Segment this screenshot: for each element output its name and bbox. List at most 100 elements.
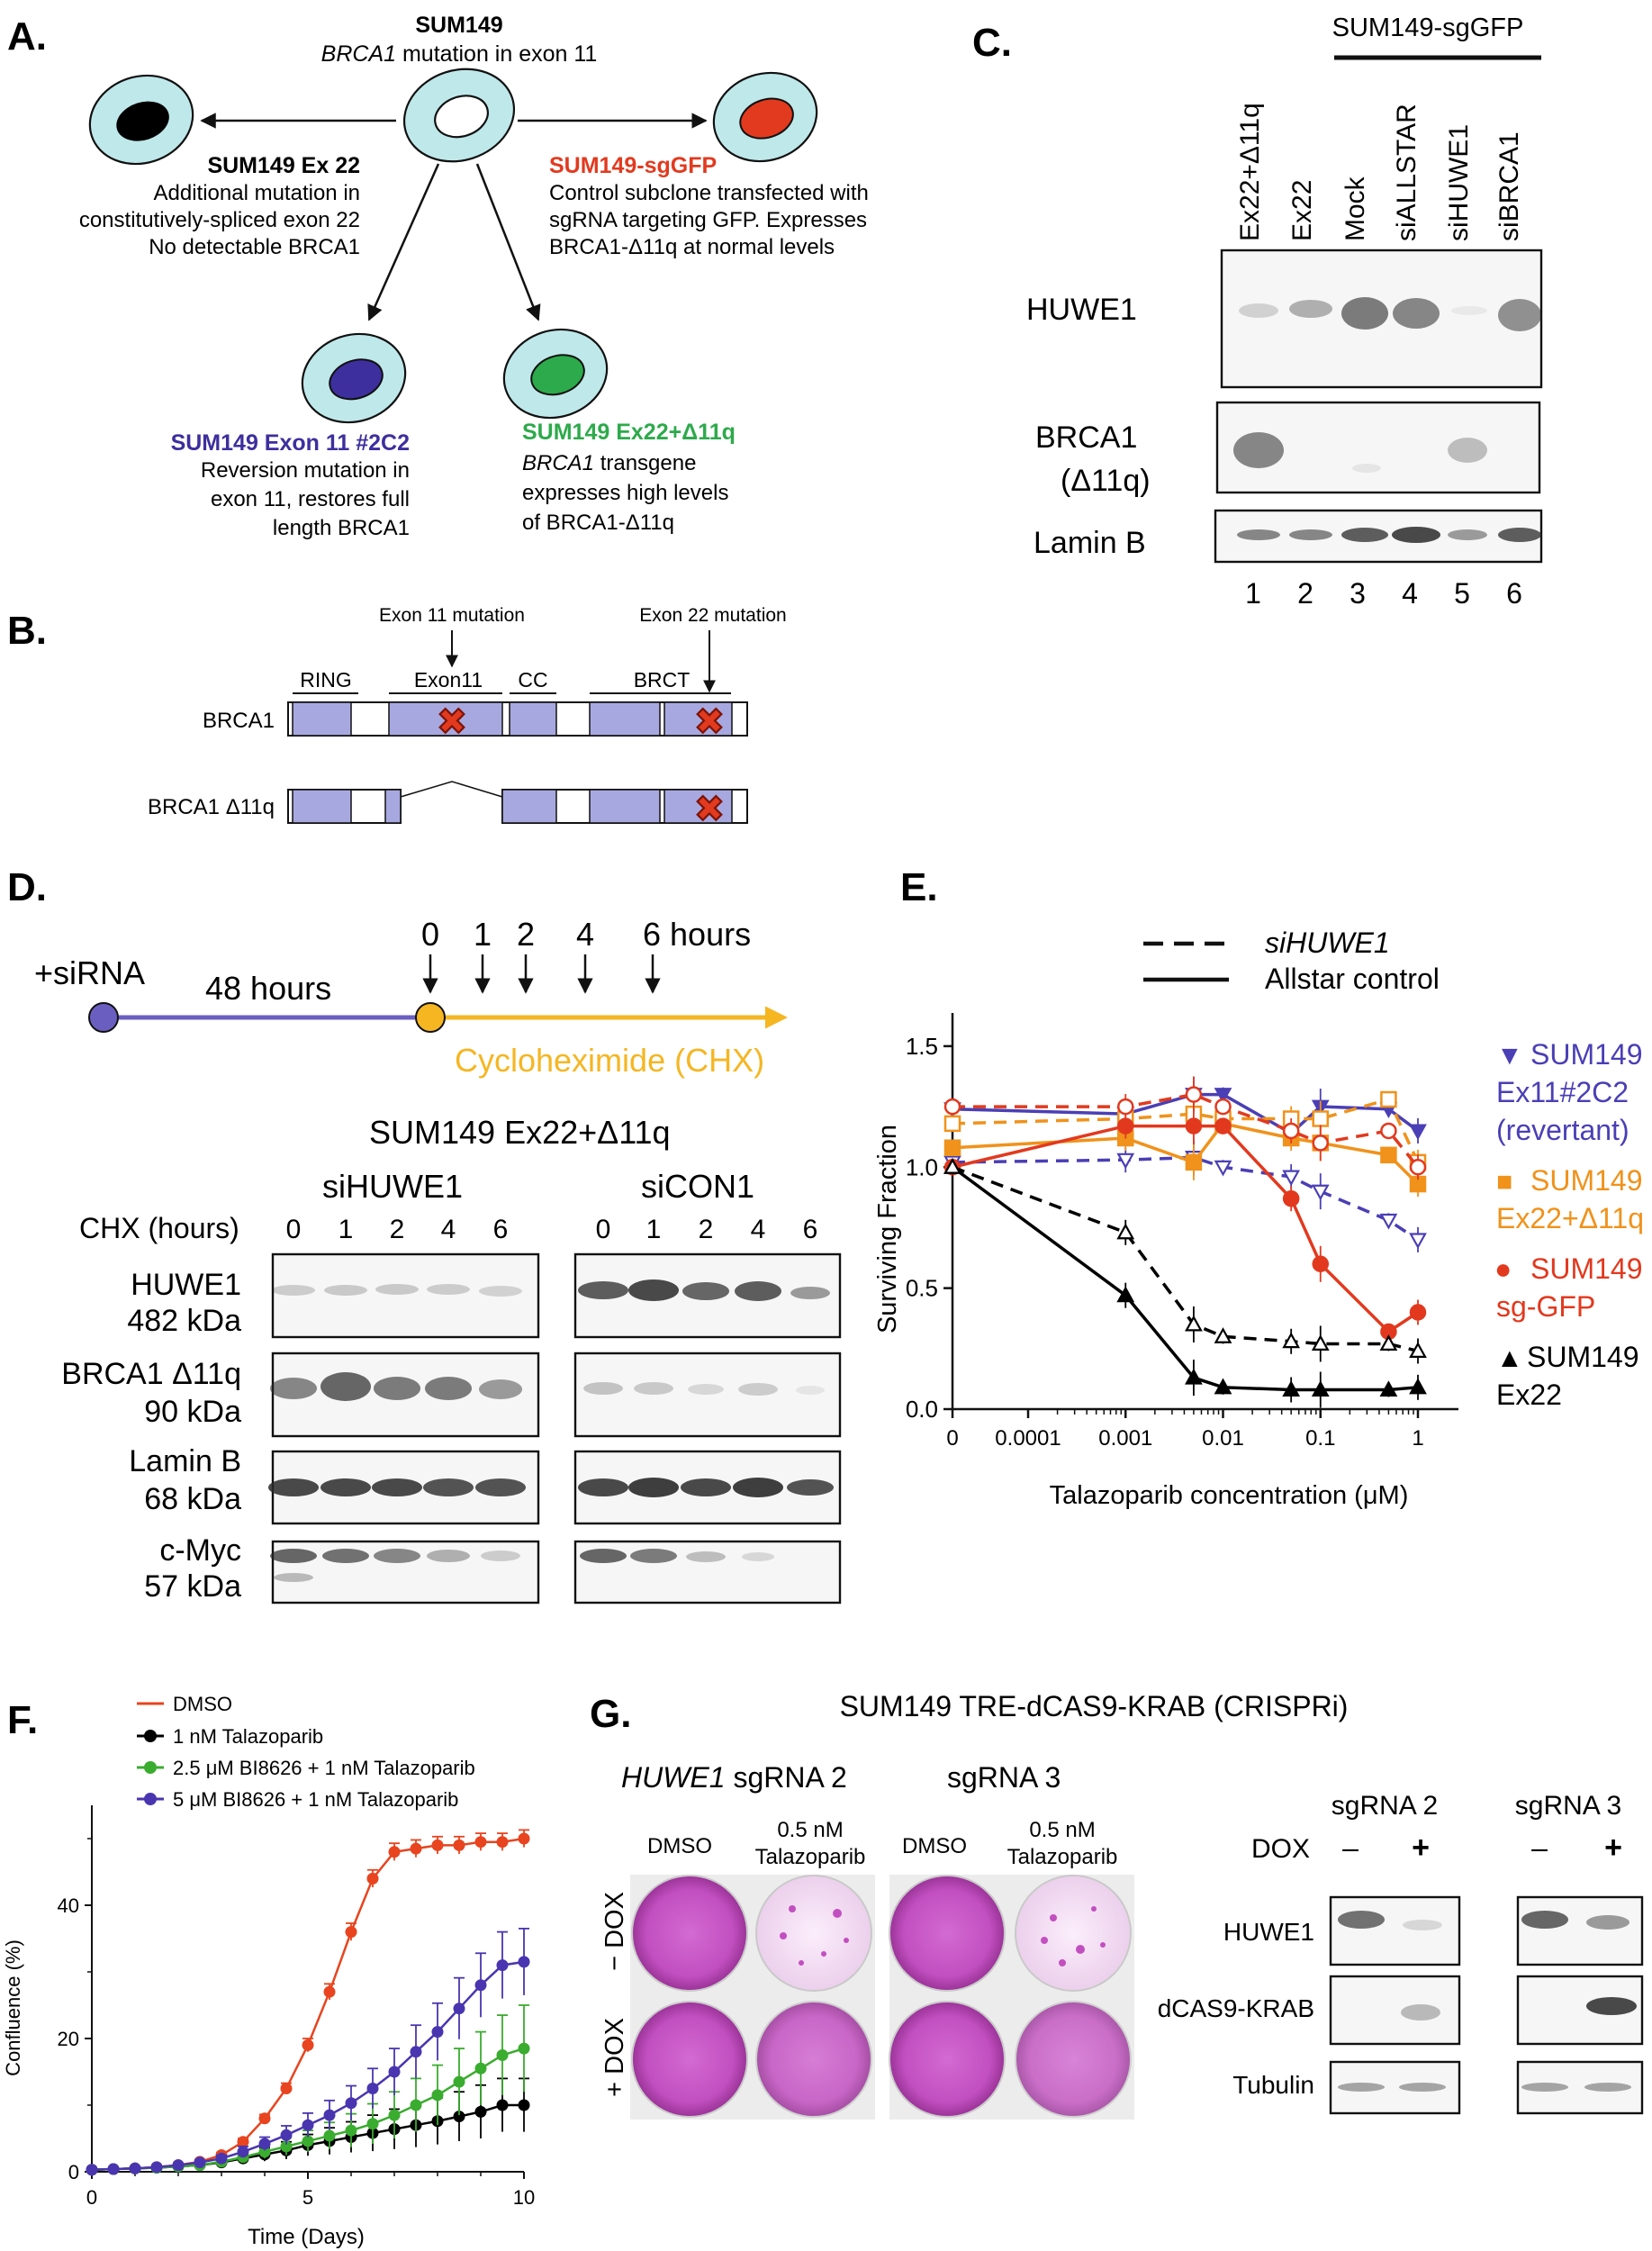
e-point xyxy=(1214,1117,1232,1135)
f-point xyxy=(518,1956,530,1968)
d-row-laminb: Lamin B xyxy=(129,1444,241,1478)
e-point xyxy=(1312,1135,1329,1152)
f-point xyxy=(86,2164,98,2176)
f-point xyxy=(215,2152,228,2165)
f-point xyxy=(280,2083,293,2094)
d-group-sicon1: siCON1 xyxy=(641,1168,754,1205)
f-xtick-label: 10 xyxy=(513,2186,535,2209)
g-minus-dox: − DOX xyxy=(600,1892,629,1971)
panel-b-label: B. xyxy=(7,609,47,653)
e-point xyxy=(1409,1378,1427,1395)
e-point xyxy=(1185,1153,1203,1171)
side-label-ex11-line-3: (revertant) xyxy=(1496,1114,1629,1146)
f-point xyxy=(366,1872,379,1885)
side-label-ex11-symbol: ▼ xyxy=(1496,1041,1523,1071)
g-dox-label: DOX xyxy=(1251,1834,1310,1864)
d-group-sihuwe1: siHUWE1 xyxy=(322,1168,463,1205)
f-point xyxy=(302,2119,314,2131)
side-label-ex22d11q-line-1: SUM149 xyxy=(1530,1164,1643,1197)
sggfp-header: SUM149-sgGFP xyxy=(1332,14,1524,42)
parent-desc: BRCA1 mutation in exon 11 xyxy=(321,41,598,67)
e-point xyxy=(1117,1117,1134,1135)
e-point xyxy=(1282,1170,1301,1187)
ex11-line-1: Reversion mutation in xyxy=(201,458,410,483)
blot-g-sg3-huwe1 xyxy=(1516,1895,1644,1966)
d-chx-hours-label: CHX (hours) xyxy=(79,1212,239,1244)
f-point xyxy=(150,2161,163,2174)
f-point xyxy=(280,2140,293,2153)
lane-label-6: siBRCA1 xyxy=(1494,131,1524,241)
timepoint-2: 2 xyxy=(517,916,535,953)
lane-label-4: siALLSTAR xyxy=(1392,104,1422,241)
g-tal-1a: 0.5 nM xyxy=(777,1818,843,1842)
e-ytick-label: 0.5 xyxy=(906,1275,938,1302)
e-xlabel: Talazoparib concentration (μM) xyxy=(1050,1481,1409,1510)
e-point xyxy=(1185,1086,1203,1103)
e-ytick-label: 1.0 xyxy=(906,1153,938,1180)
timepoint-4: 4 xyxy=(576,916,594,953)
d-chx-b-6: 6 xyxy=(803,1215,818,1244)
f-point xyxy=(172,2159,185,2172)
f-point xyxy=(431,1839,444,1851)
well-sg2-plusdox-dmso xyxy=(631,2001,748,2118)
d-chx-b-1: 1 xyxy=(646,1215,662,1244)
blot-c-laminb xyxy=(1214,509,1543,564)
blot-d-sihuwe1-laminb xyxy=(268,1450,540,1525)
d-cell-line: SUM149 Ex22+Δ11q xyxy=(369,1114,671,1151)
colony-specks xyxy=(780,1905,1106,1966)
ex22d11q-name: SUM149 Ex22+Δ11q xyxy=(522,420,736,445)
lane-label-5: siHUWE1 xyxy=(1444,124,1474,241)
side-label-sggfp-line-2: sg-GFP xyxy=(1496,1290,1595,1323)
ex22d11q-line-1-rest: transgene xyxy=(594,451,696,475)
c-row-brca1: BRCA1 xyxy=(1035,420,1137,455)
lane-number-4: 4 xyxy=(1402,577,1418,610)
e-point xyxy=(1409,1159,1427,1176)
lane-number-6: 6 xyxy=(1506,577,1522,610)
timepoint-1: 1 xyxy=(474,916,492,953)
d-chx-b-2: 2 xyxy=(699,1215,714,1244)
well-sg3-minusdox-talazoparib xyxy=(1015,1875,1132,1992)
panel-a: A. SUM149 BRCA1 mutation in exon 11 xyxy=(7,13,869,540)
e-xtick-label: 0.1 xyxy=(1305,1426,1335,1451)
blot-g-sg2-dcas9 xyxy=(1329,1975,1461,2046)
side-label-ex11-line-1: SUM149 xyxy=(1530,1038,1643,1071)
exon11-mutation-label: Exon 11 mutation xyxy=(379,605,525,626)
f-point xyxy=(474,2062,487,2075)
ex22-line-1: Additional mutation in xyxy=(154,181,360,205)
f-point xyxy=(323,1985,336,1998)
side-label-ex22-line-1: SUM149 xyxy=(1527,1341,1639,1373)
f-point xyxy=(302,2135,314,2147)
f-point xyxy=(518,2099,530,2111)
f-point xyxy=(453,2111,465,2123)
e-point xyxy=(1185,1368,1203,1385)
g-sgrna3-title: sgRNA 3 xyxy=(947,1761,1061,1794)
f-point xyxy=(366,2118,379,2130)
lane-number-3: 3 xyxy=(1350,577,1366,610)
d-row-brca1: BRCA1 Δ11q xyxy=(61,1357,241,1391)
ex22-line-3: No detectable BRCA1 xyxy=(149,235,360,259)
e-series-line xyxy=(952,1092,1420,1169)
f-point xyxy=(388,2109,401,2121)
timepoint-6: 6 hours xyxy=(643,916,751,953)
hours48-label: 48 hours xyxy=(205,970,331,1007)
g-blot-sg3: sgRNA 3 xyxy=(1515,1791,1621,1821)
brca1-label: BRCA1 xyxy=(203,709,275,733)
f-point xyxy=(431,2026,444,2039)
f-point xyxy=(345,2097,357,2110)
d-chx-a-4: 4 xyxy=(441,1215,456,1244)
sggfp-cell-icon xyxy=(712,71,818,163)
f-ylabel: Confluence (%) xyxy=(2,1939,24,2076)
brca1-schematic xyxy=(287,701,748,737)
g-row-dcas9: dCAS9-KRAB xyxy=(1158,1994,1314,2022)
f-point xyxy=(258,2138,271,2150)
f-legend-label-0: DMSO xyxy=(173,1693,232,1715)
sirna-label: +siRNA xyxy=(34,954,145,991)
exon22-mutation-x: ✖ xyxy=(694,702,725,742)
ex22d11q-gene: BRCA1 xyxy=(522,451,594,475)
side-label-sggfp-symbol: ● xyxy=(1494,1252,1512,1285)
f-xtick-label: 0 xyxy=(86,2186,97,2209)
e-point xyxy=(1409,1304,1427,1321)
d-chx-a-0: 0 xyxy=(286,1215,302,1244)
g-plus-dox: + DOX xyxy=(600,2018,629,2097)
